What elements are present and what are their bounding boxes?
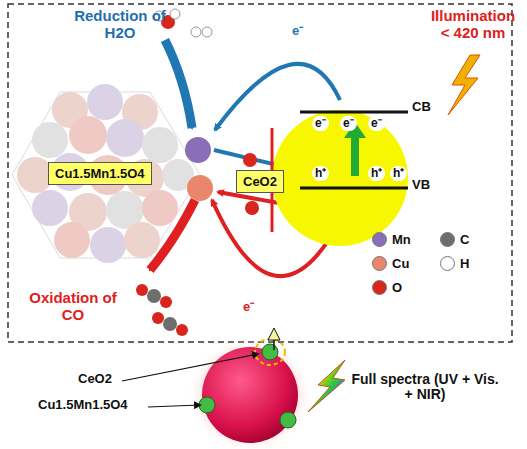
- process-label: Oxidation of CO: [18, 290, 128, 323]
- vb-band: [300, 187, 408, 190]
- legend-swatch: [372, 232, 387, 247]
- ceo2-dot: [199, 397, 215, 413]
- part-label: Cu1.5Mn1.5O4: [38, 398, 128, 412]
- legend-swatch: [372, 280, 387, 295]
- leader-line: [148, 405, 200, 407]
- lightning: [308, 360, 345, 412]
- electron-label: e⁻: [292, 24, 303, 38]
- sphere-glow: [188, 337, 312, 449]
- legend-text: Cu: [392, 256, 409, 271]
- electron-label: e⁻: [340, 116, 357, 131]
- band-label: CB: [412, 100, 431, 114]
- label-box: CeO2: [236, 170, 284, 193]
- band-label: VB: [412, 178, 430, 192]
- reduction-arrow: [165, 40, 192, 128]
- excitation-arrow: [351, 135, 359, 176]
- electron-label: e⁻: [243, 300, 254, 314]
- oxidation-arrow: [150, 200, 195, 270]
- label-box: Cu1.5Mn1.5O4: [48, 162, 152, 185]
- composite-sphere: [202, 347, 298, 443]
- legend-swatch: [440, 232, 455, 247]
- ceo2-dot: [262, 344, 278, 360]
- legend-swatch: [440, 256, 455, 271]
- process-label: Reduction of H2O: [60, 8, 180, 41]
- cu-atom: [187, 175, 213, 201]
- ceo2-dot: [280, 412, 296, 428]
- leader-line: [122, 354, 258, 381]
- mn-atom: [185, 137, 211, 163]
- legend-swatch: [372, 256, 387, 271]
- oxygen-atom: [245, 201, 259, 215]
- legend-text: C: [460, 232, 469, 247]
- legend-row: C: [440, 232, 469, 247]
- dashed-frame: [8, 4, 512, 342]
- legend-text: Mn: [392, 232, 411, 247]
- oxygen-atom: [243, 153, 257, 167]
- lightning: [448, 55, 480, 115]
- legend-text: H: [460, 256, 469, 271]
- box-text: CeO2: [243, 174, 277, 189]
- legend-row: Cu: [372, 256, 409, 271]
- zoom-ring: [255, 339, 285, 365]
- electron-label: e⁻: [312, 116, 329, 131]
- co2-molecules: [136, 284, 188, 336]
- legend-row: Mn: [372, 232, 411, 247]
- box-text: Cu1.5Mn1.5O4: [55, 166, 145, 181]
- legend-row: O: [372, 280, 402, 295]
- part-label: CeO2: [78, 372, 112, 386]
- electron-label: e⁻: [368, 116, 385, 131]
- legend-row: H: [440, 256, 469, 271]
- zoom-head: [268, 328, 280, 340]
- illumination-label: Illumination < 420 nm: [425, 8, 521, 41]
- legend-text: O: [392, 280, 402, 295]
- cb-band: [300, 111, 408, 114]
- ceo2-particle: [272, 110, 408, 246]
- spectrum-label: Full spectra (UV + Vis. + NIR): [350, 372, 500, 403]
